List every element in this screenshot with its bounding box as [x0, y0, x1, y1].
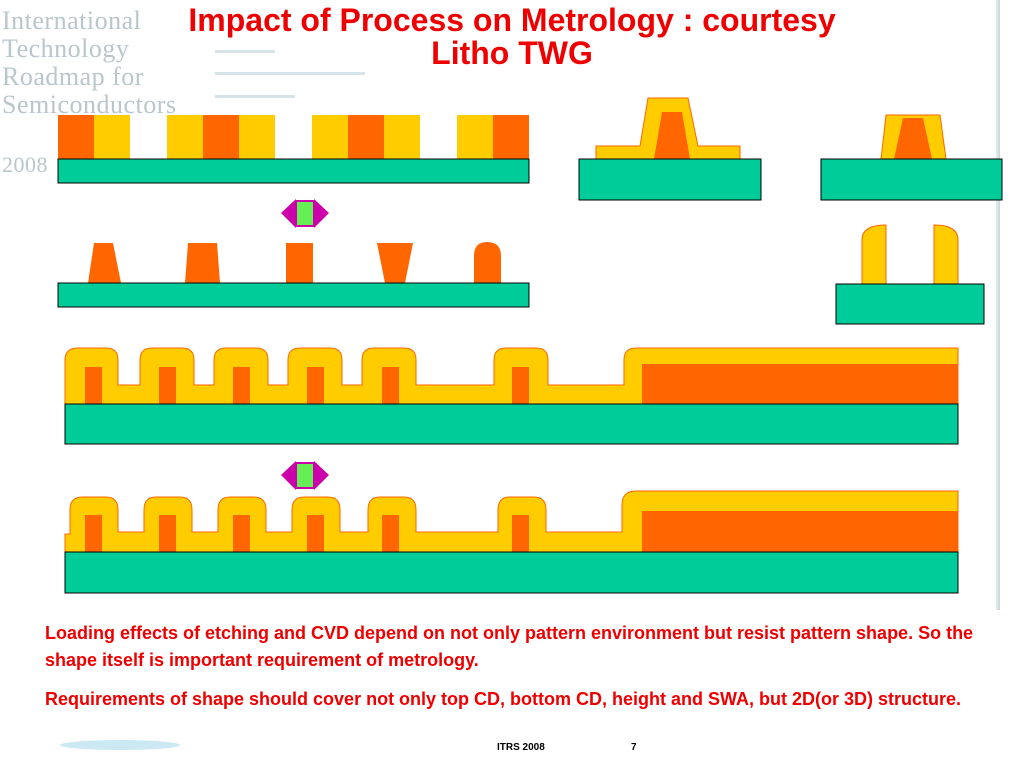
spacer-pair — [835, 224, 985, 325]
row3-conformal-film — [64, 347, 959, 445]
footer-label: ITRS 2008 — [497, 742, 545, 753]
substrate — [835, 283, 985, 325]
resist-vertical — [286, 243, 313, 283]
substrate — [64, 403, 959, 445]
resist-line — [348, 115, 384, 159]
substrate — [578, 158, 762, 201]
resist-large-pad — [642, 511, 958, 552]
conformal-film-trapezoid — [578, 97, 762, 201]
spacer-trapezoid — [820, 114, 1003, 201]
resist-rounded — [474, 242, 501, 283]
double-arrow-icon — [281, 199, 329, 228]
resist-large-pad — [642, 364, 958, 404]
double-arrow-icon — [281, 461, 329, 490]
watermark-line: Semiconductors — [2, 90, 177, 119]
slide-title-line-2: Litho TWG — [431, 34, 593, 71]
decorative-glow — [60, 740, 180, 750]
row1-film-pattern — [57, 115, 530, 184]
watermark-year: 2008 — [2, 152, 48, 177]
note-loading-effects: Loading effects of etching and CVD depen… — [45, 623, 974, 670]
watermark-line: International — [2, 6, 142, 35]
watermark-line: Technology — [2, 34, 130, 63]
itrs-watermark-logo: International Technology Roadmap for Sem… — [0, 0, 210, 200]
row2-resist-profiles — [57, 242, 530, 308]
resist-line — [493, 115, 529, 159]
substrate — [820, 158, 1003, 201]
row4-conformal-film — [64, 490, 959, 594]
resist-trapezoid — [894, 118, 932, 159]
spacer-right — [933, 224, 959, 285]
slide-title-line-1: Impact of Process on Metrology : courtes… — [188, 2, 836, 38]
watermark-line: Roadmap for — [2, 62, 144, 91]
resist-line — [203, 115, 239, 159]
page-number: 7 — [631, 742, 637, 753]
substrate — [64, 551, 959, 594]
resist-undercut — [377, 243, 413, 283]
resist-line — [58, 115, 94, 159]
substrate — [57, 158, 530, 184]
decorative-edge — [996, 0, 1000, 610]
spacer-left — [861, 224, 887, 285]
slide-title: Impact of Process on Metrology : courtes… — [0, 4, 1024, 70]
resist-footing — [88, 243, 121, 283]
resist-trapezoid — [185, 243, 220, 283]
substrate — [57, 282, 530, 308]
resist-trapezoid — [654, 112, 690, 159]
note-shape-requirements: Requirements of shape should cover not o… — [45, 689, 962, 709]
